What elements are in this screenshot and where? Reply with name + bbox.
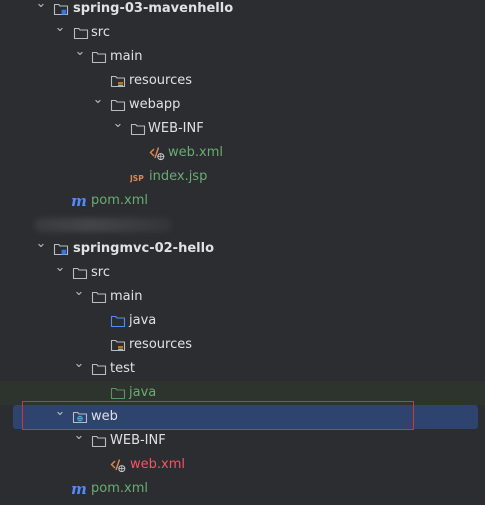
folder-icon: [91, 49, 107, 65]
tree-row-java[interactable]: java: [0, 309, 485, 333]
chevron-down-icon[interactable]: ⌄: [54, 260, 66, 275]
tree-row-main[interactable]: ⌄ main: [0, 285, 485, 309]
tree-item-label: web: [91, 409, 118, 424]
web-xml-icon: [110, 457, 126, 473]
tree-item-label: src: [91, 265, 110, 280]
svg-text:m: m: [72, 193, 87, 209]
chevron-down-icon[interactable]: ⌄: [92, 92, 104, 107]
test-source-folder-icon: [110, 385, 126, 401]
tree-row-web[interactable]: ⌄ web: [13, 405, 478, 429]
chevron-down-icon[interactable]: ⌄: [112, 116, 124, 131]
tree-item-label: WEB-INF: [148, 121, 204, 136]
tree-item-label: java: [129, 313, 157, 328]
tree-item-label: WEB-INF: [110, 433, 166, 448]
tree-row-web-xml[interactable]: web.xml: [0, 141, 485, 165]
tree-row-web-inf[interactable]: ⌄ WEB-INF: [0, 117, 485, 141]
web-xml-icon: [149, 145, 165, 161]
tree-row-src[interactable]: ⌄ src: [0, 261, 485, 285]
redacted-row-label: [34, 218, 172, 232]
chevron-down-icon[interactable]: ⌄: [74, 44, 86, 59]
module-folder-icon: [53, 241, 69, 257]
tree-row-resources[interactable]: resources: [0, 69, 485, 93]
tree-row-redacted[interactable]: [0, 213, 485, 237]
tree-item-label: java: [129, 385, 157, 400]
tree-row-test[interactable]: ⌄ test: [0, 357, 485, 381]
tree-row-pom-xml[interactable]: m pom.xml: [0, 189, 485, 213]
tree-row-pom-xml[interactable]: m pom.xml: [0, 477, 485, 501]
tree-item-label: web.xml: [168, 145, 223, 160]
chevron-down-icon[interactable]: ⌄: [73, 284, 85, 299]
tree-row-springmvc-02-hello[interactable]: ⌄ springmvc-02-hello: [0, 237, 485, 261]
svg-text:m: m: [72, 481, 87, 497]
resources-folder-icon: [110, 337, 126, 353]
maven-pom-icon: m: [71, 480, 88, 498]
tree-row-web-inf[interactable]: ⌄ WEB-INF: [0, 429, 485, 453]
tree-row-spring-03-mavenhello[interactable]: ⌄ spring-03-mavenhello: [0, 0, 485, 21]
folder-icon: [91, 433, 107, 449]
tree-row-webapp[interactable]: ⌄ webapp: [0, 93, 485, 117]
tree-row-resources[interactable]: resources: [0, 333, 485, 357]
resources-folder-icon: [110, 73, 126, 89]
tree-item-label: test: [110, 361, 135, 376]
folder-icon: [91, 289, 107, 305]
tree-row-web-xml[interactable]: web.xml: [0, 453, 485, 477]
tree-item-label: web.xml: [130, 457, 185, 472]
jsp-file-icon: JSP: [129, 169, 146, 185]
tree-item-label: spring-03-mavenhello: [73, 1, 234, 16]
tree-row-java[interactable]: java: [0, 381, 485, 405]
chevron-down-icon[interactable]: ⌄: [35, 0, 47, 11]
chevron-down-icon[interactable]: ⌄: [54, 20, 66, 35]
tree-item-label: resources: [129, 73, 193, 88]
svg-text:JSP: JSP: [130, 174, 144, 183]
web-folder-icon: [72, 409, 88, 425]
folder-icon: [73, 25, 89, 41]
tree-item-label: resources: [129, 337, 193, 352]
source-folder-icon: [110, 313, 126, 329]
module-folder-icon: [53, 1, 69, 17]
folder-icon: [130, 121, 146, 137]
chevron-down-icon[interactable]: ⌄: [35, 236, 47, 251]
folder-icon: [72, 265, 88, 281]
tree-item-label: index.jsp: [149, 169, 208, 184]
tree-item-label: springmvc-02-hello: [73, 241, 214, 256]
tree-row-index-jsp[interactable]: JSP index.jsp: [0, 165, 485, 189]
folder-icon: [110, 97, 126, 113]
tree-item-label: webapp: [129, 97, 181, 112]
chevron-down-icon[interactable]: ⌄: [73, 428, 85, 443]
tree-item-label: main: [110, 49, 143, 64]
tree-row-src[interactable]: ⌄ src: [0, 21, 485, 45]
tree-item-label: src: [91, 25, 110, 40]
tree-item-label: pom.xml: [91, 481, 148, 496]
chevron-down-icon[interactable]: ⌄: [73, 356, 85, 371]
chevron-down-icon[interactable]: ⌄: [54, 404, 66, 419]
folder-icon: [91, 361, 107, 377]
tree-row-main[interactable]: ⌄ main: [0, 45, 485, 69]
tree-item-label: pom.xml: [91, 193, 148, 208]
maven-pom-icon: m: [71, 192, 88, 210]
tree-item-label: main: [110, 289, 143, 304]
